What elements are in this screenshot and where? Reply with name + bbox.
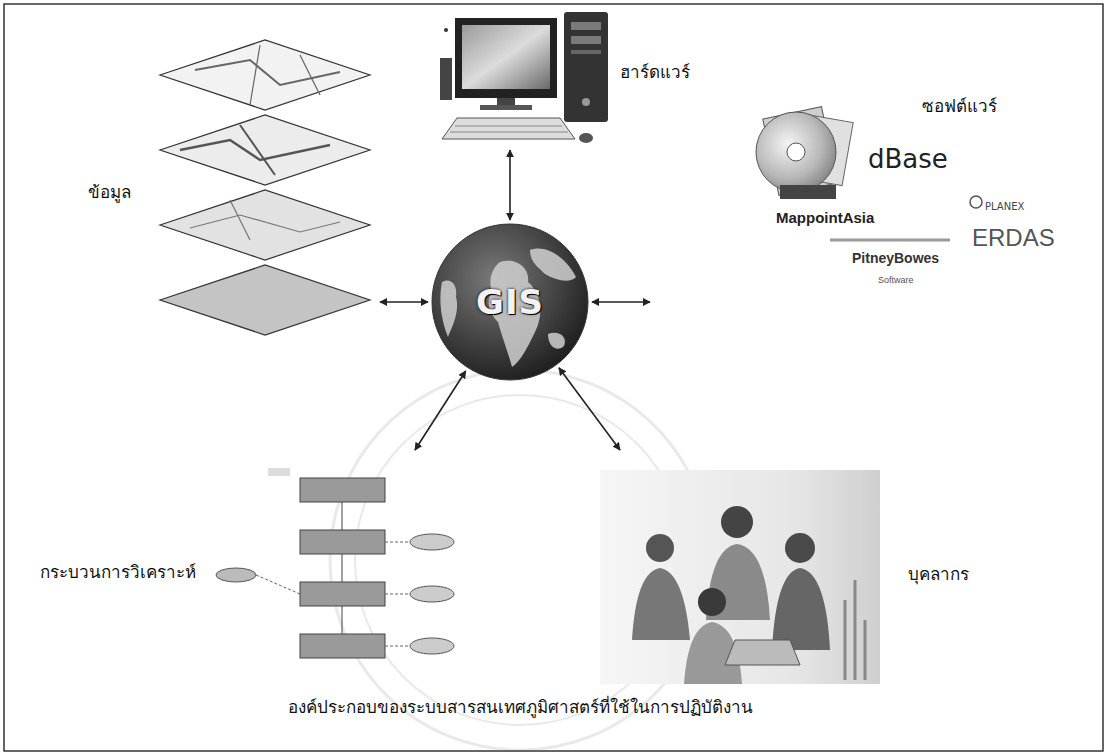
- globe-continent: [548, 333, 565, 349]
- component-label: ข้อมูล: [88, 182, 131, 202]
- people-photo: [600, 470, 880, 684]
- computer-illustration-part: [440, 58, 452, 100]
- watermark-seal-part: [330, 370, 710, 750]
- computer-illustration-part: [571, 22, 601, 30]
- software-illustration-part: [787, 143, 805, 161]
- double-arrow-connector: [415, 371, 466, 450]
- people-photo-part: [646, 534, 674, 562]
- flowchart-illustration-part: [300, 634, 385, 658]
- computer-illustration-part: [455, 18, 557, 98]
- map-layers-illustration: [160, 40, 370, 335]
- map-layers-illustration-part: [240, 125, 275, 175]
- people-photo-part: [785, 533, 815, 563]
- people-photo-part: [721, 506, 753, 538]
- computer-illustration-part: [582, 98, 590, 106]
- software-illustration-part: [780, 185, 836, 199]
- flowchart-illustration-part: [410, 534, 454, 550]
- personnel-component: บุคลากร: [590, 450, 980, 690]
- flowchart-illustration: [216, 468, 454, 658]
- hardware-component: ฮาร์ดแวร์: [420, 8, 700, 150]
- flowchart-illustration-part: [300, 530, 385, 554]
- flowchart-illustration-part: [342, 606, 343, 634]
- flowchart-illustration-part: [410, 638, 454, 654]
- people-photo-part: [725, 640, 800, 665]
- flowchart-illustration-part: [342, 502, 343, 530]
- watermark-seal: [330, 370, 710, 750]
- double-arrow-connector: [380, 301, 428, 303]
- people-photo-part: [632, 568, 690, 640]
- computer-illustration-part: [564, 12, 608, 122]
- globe-sphere: [432, 224, 588, 380]
- component-label: กระบวนการวิเคราะห์: [40, 562, 196, 582]
- map-layers-illustration-part: [160, 40, 370, 110]
- computer-illustration-part: [455, 126, 562, 127]
- flowchart-illustration-part: [385, 594, 410, 595]
- map-layers-illustration-part: [250, 45, 260, 105]
- people-photo-part: [698, 588, 726, 616]
- people-photo-part: [864, 620, 867, 680]
- computer-illustration-part: [450, 132, 568, 133]
- people-photo-part: [772, 568, 830, 650]
- double-arrow-connector: [509, 150, 511, 220]
- globe-continent: [530, 248, 576, 280]
- flowchart-illustration-part: [342, 554, 343, 582]
- map-layers-illustration-part: [190, 215, 340, 232]
- analysis-process-component: กระบวนการวิเคราะห์: [30, 450, 460, 670]
- computer-illustration-part: [571, 36, 601, 44]
- flowchart-illustration-part: [385, 646, 410, 647]
- component-label: บุคลากร: [908, 564, 969, 584]
- software-logo-text: MappointAsia: [776, 209, 874, 226]
- gis-globe: GIS: [430, 222, 590, 382]
- component-label: ฮาร์ดแวร์: [620, 62, 690, 82]
- computer-illustration-part: [579, 133, 593, 143]
- figure-caption: องค์ประกอบของระบบสารสนเทศภูมิศาสตร์ที่ใช…: [288, 697, 753, 717]
- computer-illustration-part: [480, 105, 532, 110]
- people-photo-part: [844, 600, 847, 680]
- map-layers-illustration-part: [195, 60, 340, 85]
- people-photo-part: [600, 470, 880, 684]
- computer-illustration-part: [462, 25, 550, 89]
- map-layers-illustration-part: [180, 140, 330, 160]
- computer-illustration-part: [442, 118, 575, 139]
- globe-continent: [440, 280, 457, 337]
- flowchart-illustration-part: [216, 568, 256, 582]
- software-logo-text: PLANEX: [985, 201, 1024, 212]
- computer-illustration-part: [497, 98, 515, 106]
- computer-illustration-part: [444, 28, 448, 32]
- software-logo-text: ERDAS: [972, 224, 1055, 251]
- flowchart-illustration-part: [300, 582, 385, 606]
- software-logo-text: dBase: [868, 144, 948, 174]
- flowchart-illustration-part: [300, 478, 385, 502]
- software-illustration-part: [970, 196, 982, 208]
- map-layers-illustration-part: [300, 55, 320, 95]
- component-label: ซอฟต์แวร์: [922, 96, 997, 116]
- software-logo-text: PitneyBowes: [852, 250, 939, 266]
- double-arrow-connector: [592, 301, 650, 303]
- flowchart-illustration-part: [410, 586, 454, 602]
- people-photo-part: [854, 580, 857, 680]
- flowchart-illustration-part: [268, 468, 290, 476]
- software-illustration-part: [830, 239, 950, 242]
- computer-illustration-part: [571, 50, 601, 54]
- frame-border: [4, 4, 1103, 751]
- double-arrow-connector: [559, 368, 620, 450]
- map-layers-illustration-part: [160, 115, 370, 185]
- map-layers-illustration-part: [160, 190, 370, 260]
- software-illustration-part: [756, 112, 836, 192]
- map-layers-illustration-part: [160, 265, 370, 335]
- computer-illustration: [440, 12, 608, 143]
- map-layers-illustration-part: [230, 200, 250, 240]
- globe-title: GIS: [476, 282, 544, 323]
- software-logo-text: Software: [878, 275, 914, 285]
- software-illustration: [756, 107, 982, 240]
- data-component: ข้อมูล: [60, 32, 380, 345]
- flowchart-illustration-part: [385, 542, 410, 543]
- flowchart-illustration-part: [256, 575, 300, 594]
